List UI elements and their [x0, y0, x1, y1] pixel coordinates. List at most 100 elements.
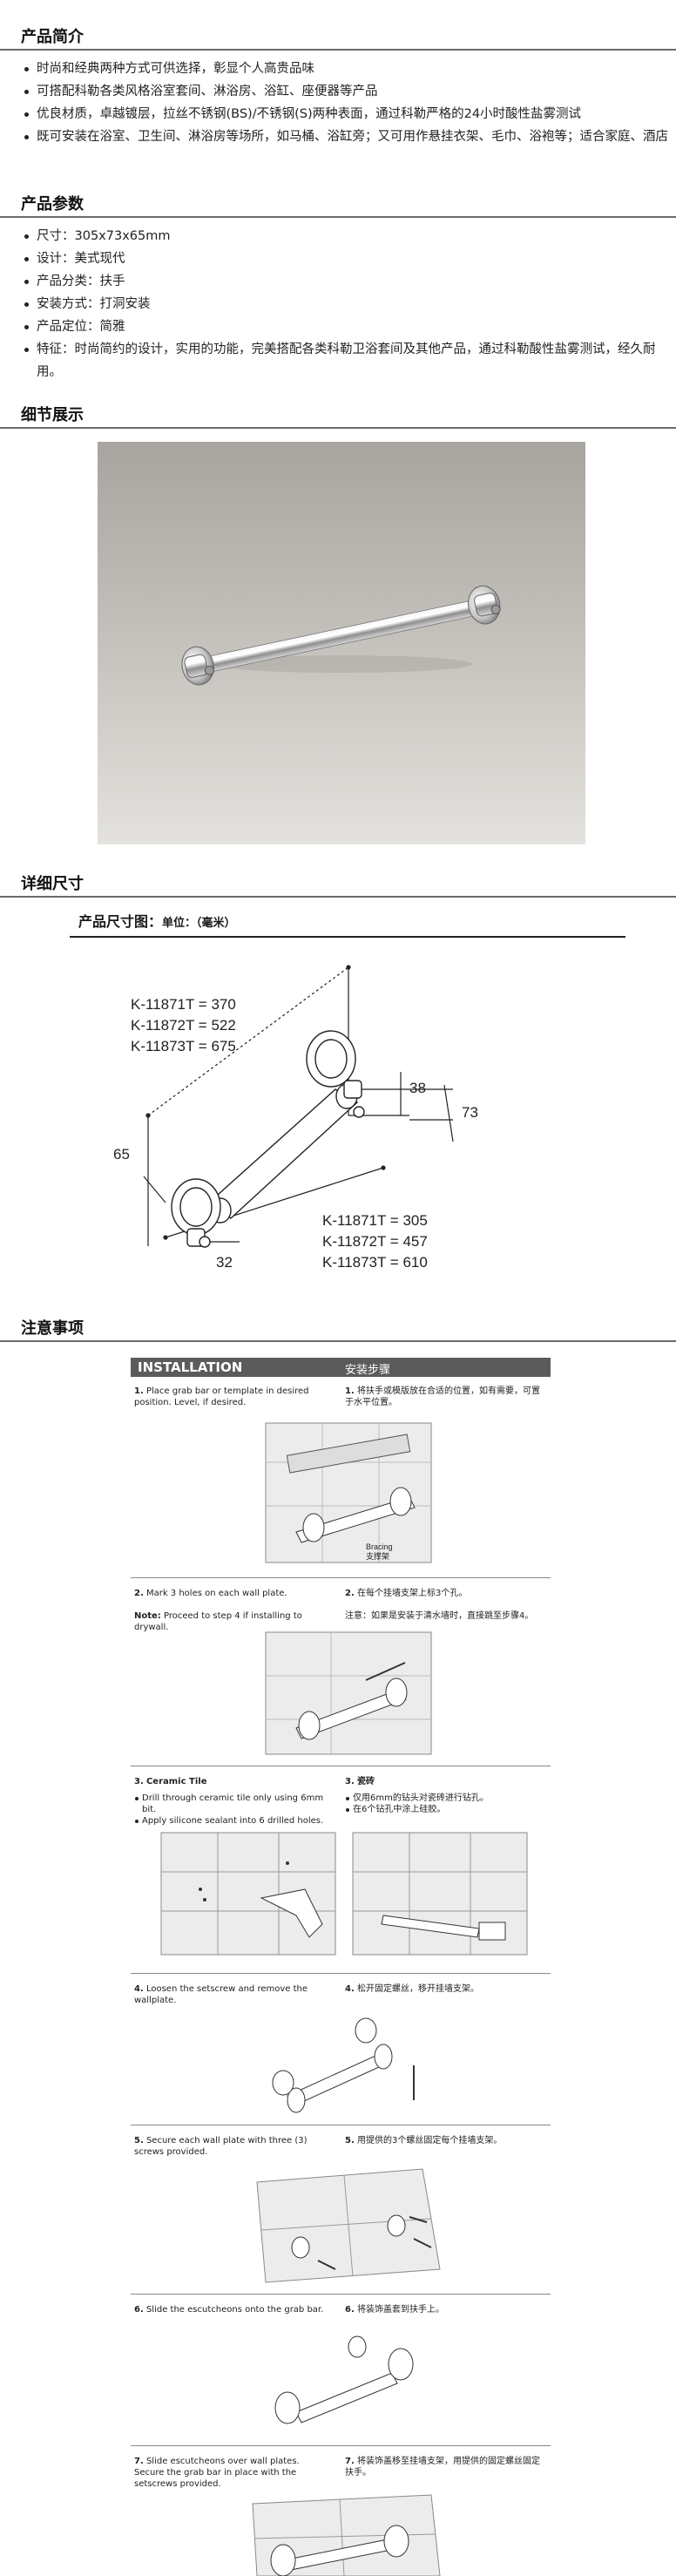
installation-title-en: INSTALLATION: [138, 1359, 243, 1375]
step-divider: [131, 1577, 551, 1578]
section-header-params: 产品参数: [0, 183, 676, 218]
list-item: Drill through ceramic tile only using 6m…: [134, 1793, 328, 1815]
note-label: Note:: [134, 1611, 161, 1621]
step-3-cn: 3. 瓷砖 仅用6mm的钻头对瓷砖进行钻孔。 在6个钻孔中涂上硅胶。: [345, 1776, 547, 1815]
step-text: Secure each wall plate with three (3) sc…: [134, 2136, 308, 2157]
step-text: Mark 3 holes on each wall plate.: [145, 1589, 287, 1598]
step-6-en: 6. Slide the escutcheons onto the grab b…: [134, 2304, 328, 2315]
step-3-figure-sealant: [352, 1832, 528, 1956]
step-divider: [131, 2445, 551, 2446]
section-title: 产品简介: [21, 28, 84, 46]
step-number: 2.: [134, 1589, 144, 1598]
step-5-figure: [256, 2168, 441, 2283]
step-number: 1.: [134, 1386, 144, 1396]
section-header-intro: 产品简介: [0, 16, 676, 51]
bar-length-2: K-11872T = 457: [322, 1233, 428, 1250]
step-text: Slide escutcheons over wall plates. Secu…: [134, 2457, 300, 2489]
step-1-figure: Bracing 支撑架: [265, 1422, 432, 1563]
list-item: 既可安装在浴室、卫生间、淋浴房等场所，如马桶、浴缸旁；又可用作悬挂衣架、毛巾、浴…: [24, 125, 669, 148]
drawing-unit: 单位：（毫米）: [162, 917, 236, 930]
dim-65: 65: [113, 1146, 130, 1163]
step-2-figure: [265, 1631, 432, 1755]
bar-length-1: K-11871T = 305: [322, 1212, 428, 1229]
installation-header: INSTALLATION 安装步骤: [131, 1358, 551, 1377]
step-text: 将扶手或模版放在合适的位置，如有需要，可置于水平位置。: [345, 1386, 540, 1407]
step-3-en-bullets: Drill through ceramic tile only using 6m…: [134, 1793, 328, 1827]
section-header-notes: 注意事项: [0, 1307, 676, 1342]
step-number: 7.: [345, 2457, 355, 2466]
section-title: 详细尺寸: [21, 875, 84, 893]
step-number: 3.: [134, 1777, 144, 1786]
section-title: 产品参数: [21, 195, 84, 214]
section-title: 注意事项: [21, 1319, 84, 1338]
step-number: 6.: [345, 2305, 355, 2315]
divider: [0, 216, 676, 218]
step-5-en: 5. Secure each wall plate with three (3)…: [134, 2135, 328, 2158]
drawing-title: 产品尺寸图：单位：（毫米）: [78, 910, 236, 931]
step-3-cn-bullets: 仅用6mm的钻头对瓷砖进行钻孔。 在6个钻孔中涂上硅胶。: [345, 1793, 547, 1815]
drawing-underline: [70, 936, 625, 938]
note-text: Proceed to step 4 if installing to drywa…: [134, 1611, 302, 1632]
grab-bar-image: [181, 585, 501, 686]
step-text: 用提供的3个螺丝固定每个挂墙支架。: [356, 2136, 503, 2146]
step-title: Ceramic Tile: [145, 1777, 207, 1786]
note-text: 注意：如果是安装于清水墙时，直接跳至步骤4。: [345, 1611, 534, 1621]
divider: [0, 427, 676, 429]
divider: [0, 49, 676, 51]
list-item: 设计：美式现代: [24, 247, 669, 270]
step-text: Place grab bar or template in desired po…: [134, 1386, 309, 1407]
divider: [0, 1340, 676, 1342]
dim-73: 73: [462, 1104, 478, 1121]
step-text: 将装饰盖套到扶手上。: [356, 2305, 444, 2315]
step-text: Loosen the setscrew and remove the wallp…: [134, 1984, 308, 2005]
step-title: 瓷砖: [356, 1777, 375, 1786]
step-5-cn: 5. 用提供的3个螺丝固定每个挂墙支架。: [345, 2135, 547, 2146]
step-3-en: 3. Ceramic Tile Drill through ceramic ti…: [134, 1776, 328, 1827]
list-item: 优良材质，卓越镀层，拉丝不锈钢(BS)/不锈钢(S)两种表面，通过科勒严格的24…: [24, 103, 669, 125]
list-item: 产品分类：扶手: [24, 270, 669, 293]
bracing-label-en: Bracing: [366, 1542, 393, 1551]
step-4-figure: [272, 2017, 415, 2113]
step-6-cn: 6. 将装饰盖套到扶手上。: [345, 2304, 547, 2315]
product-photo: [98, 442, 585, 844]
installation-title-cn: 安装步骤: [345, 1364, 391, 1377]
step-number: 5.: [134, 2136, 144, 2146]
step-4-en: 4. Loosen the setscrew and remove the wa…: [134, 1983, 328, 2006]
section-header-detail: 细节展示: [0, 394, 676, 429]
step-text: 将装饰盖移至挂墙支架，用提供的固定螺丝固定扶手。: [345, 2457, 540, 2478]
section-title: 细节展示: [21, 406, 84, 424]
step-number: 7.: [134, 2457, 144, 2466]
bar-length-3: K-11873T = 610: [322, 1254, 428, 1271]
step-text: Slide the escutcheons onto the grab bar.: [145, 2305, 324, 2315]
step-text: 在每个挂墙支架上标3个孔。: [356, 1589, 468, 1598]
installation-guide: INSTALLATION 安装步骤 1. Place grab bar or t…: [131, 1358, 551, 2576]
step-text: 松开固定螺丝，移开挂墙支架。: [356, 1984, 479, 1994]
step-2-cn: 2. 在每个挂墙支架上标3个孔。 注意：如果是安装于清水墙时，直接跳至步骤4。: [345, 1588, 547, 1622]
step-1-cn: 1. 将扶手或模版放在合适的位置，如有需要，可置于水平位置。: [345, 1386, 547, 1408]
dim-32: 32: [216, 1254, 233, 1271]
list-item: 在6个钻孔中涂上硅胶。: [345, 1804, 547, 1815]
step-number: 5.: [345, 2136, 355, 2146]
list-item: Apply silicone sealant into 6 drilled ho…: [134, 1815, 328, 1827]
list-item: 特征：时尚简约的设计，实用的功能，完美搭配各类科勒卫浴套间及其他产品，通过科勒酸…: [24, 338, 669, 383]
step-2-en: 2. Mark 3 holes on each wall plate. Note…: [134, 1588, 328, 1633]
list-item: 尺寸：305x73x65mm: [24, 225, 669, 247]
step-number: 6.: [134, 2305, 144, 2315]
overall-length-3: K-11873T = 675: [131, 1038, 236, 1054]
section-header-dimensions: 详细尺寸: [0, 863, 676, 898]
step-number: 2.: [345, 1589, 355, 1598]
list-item: 产品定位：简雅: [24, 315, 669, 338]
step-number: 4.: [134, 1984, 144, 1994]
list-item: 时尚和经典两种方式可供选择，彰显个人高贵品味: [24, 58, 669, 80]
step-1-en: 1. Place grab bar or template in desired…: [134, 1386, 328, 1408]
dim-38: 38: [409, 1080, 426, 1096]
list-item: 可搭配科勒各类风格浴室套间、淋浴房、浴缸、座便器等产品: [24, 80, 669, 103]
drawing-title-text: 产品尺寸图：: [78, 913, 163, 930]
params-list: 尺寸：305x73x65mm 设计：美式现代 产品分类：扶手 安装方式：打洞安装…: [24, 225, 669, 383]
grab-bar-line-art: [171, 1030, 365, 1248]
list-item: 安装方式：打洞安装: [24, 293, 669, 315]
step-3-figure-drill: [160, 1832, 336, 1956]
overall-length-2: K-11872T = 522: [131, 1017, 236, 1034]
step-number: 1.: [345, 1386, 355, 1396]
step-number: 3.: [345, 1777, 355, 1786]
